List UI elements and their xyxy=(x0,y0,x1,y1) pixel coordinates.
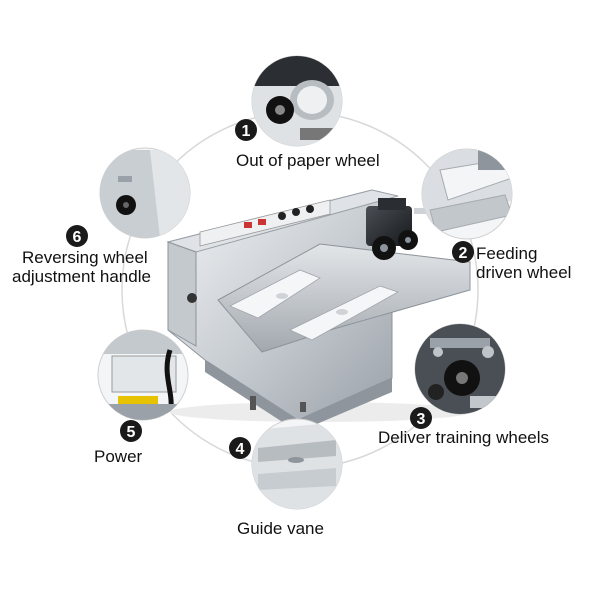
callout-badge-6: 6 xyxy=(66,225,88,247)
svg-text:6: 6 xyxy=(73,229,82,246)
detail-photo-3 xyxy=(414,323,506,415)
callout-badge-1: 1 xyxy=(235,119,257,141)
callout-label-5: Power xyxy=(94,447,143,466)
svg-text:5: 5 xyxy=(127,424,136,441)
svg-text:3: 3 xyxy=(417,411,426,428)
svg-text:4: 4 xyxy=(236,441,245,458)
callout-badge-5: 5 xyxy=(120,420,142,442)
svg-text:1: 1 xyxy=(242,123,251,140)
callout-label-2: Feeding driven wheel xyxy=(476,244,571,282)
callout-label-1: Out of paper wheel xyxy=(236,151,380,170)
central-machine-image xyxy=(166,189,471,432)
callout-label-6-line-2: adjustment handle xyxy=(12,267,151,286)
callout-badge-2: 2 xyxy=(452,241,474,263)
detail-photo-4 xyxy=(251,418,343,510)
callout-label-2-line-1: Feeding xyxy=(476,244,538,263)
detail-photo-2 xyxy=(421,148,513,240)
detail-photo-1 xyxy=(251,55,343,147)
callout-label-3: Deliver training wheels xyxy=(378,428,550,447)
detail-photo-6 xyxy=(99,147,191,239)
callout-label-4: Guide vane xyxy=(237,519,324,538)
callout-label-6: Reversing wheel adjustment handle xyxy=(12,248,151,286)
callout-badge-4: 4 xyxy=(229,437,251,459)
callout-label-2-line-2: driven wheel xyxy=(476,263,572,282)
callout-badge-3: 3 xyxy=(410,407,432,429)
callout-label-6-line-1: Reversing wheel xyxy=(22,248,148,267)
svg-text:2: 2 xyxy=(459,245,468,262)
